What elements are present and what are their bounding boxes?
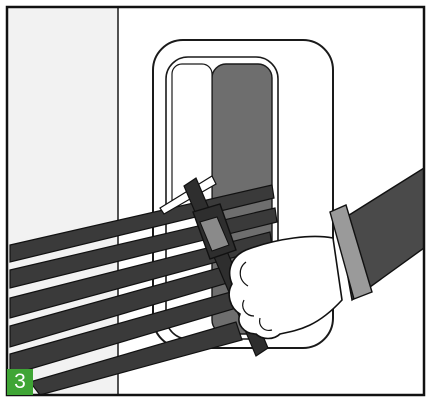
straps-icon bbox=[9, 184, 278, 396]
figure-border bbox=[5, 5, 426, 397]
step-number-badge: 3 bbox=[7, 369, 33, 395]
gloved-hand-icon bbox=[228, 166, 425, 340]
